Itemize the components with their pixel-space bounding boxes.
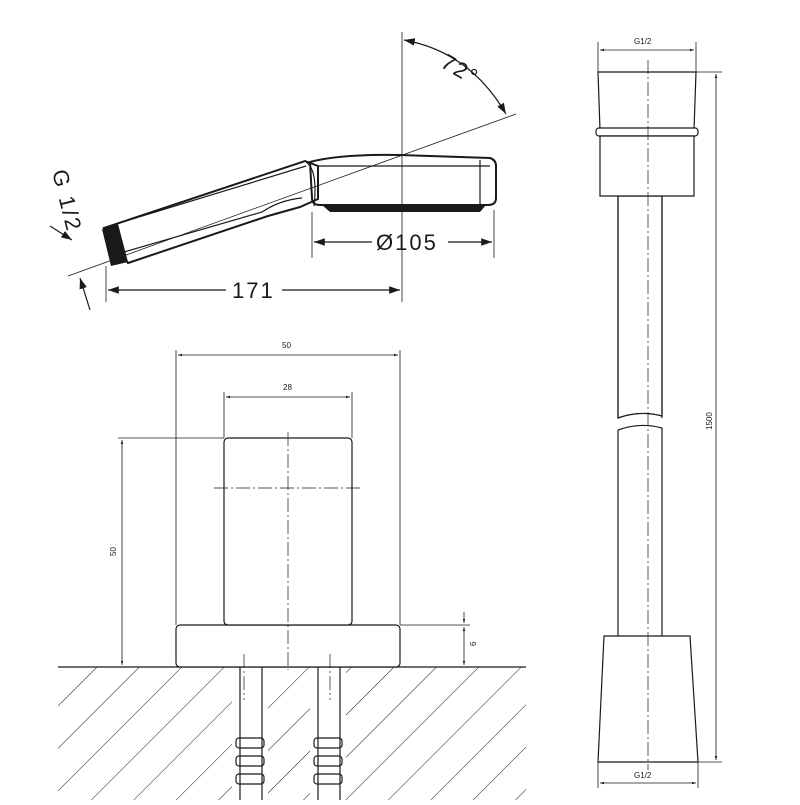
- height-label: 50: [109, 547, 118, 556]
- hand-shower-view: 72° Ø105 171 G 1/2: [47, 32, 517, 311]
- hose-break-lower: [617, 424, 663, 431]
- handle-lower-contour: [123, 197, 303, 253]
- length-label: 171: [232, 278, 275, 303]
- screw-threads-right: [313, 737, 343, 785]
- hose-break-upper: [617, 412, 663, 419]
- handle-axis-line: [67, 113, 517, 277]
- thread-connector: [102, 224, 128, 266]
- top-sleeve: [599, 135, 695, 197]
- shower-head-body: [308, 153, 497, 206]
- anchor-outlines: [239, 667, 341, 800]
- thread-dim-lower: [79, 277, 91, 311]
- handle-edge-line: [115, 165, 307, 225]
- wall-hatching: [58, 667, 526, 800]
- thread-label: G 1/2: [47, 167, 87, 235]
- handle-neck-curve: [305, 161, 316, 207]
- thickness-label: 6: [469, 641, 478, 646]
- handle-body: [102, 159, 319, 265]
- angle-label: 72°: [437, 49, 484, 90]
- holder-view: 50 28 50 6: [58, 341, 526, 800]
- hose-view: G1/2 G1/2 1500: [595, 37, 722, 788]
- spray-face: [322, 205, 486, 212]
- hose-tube-upper-sides: [617, 196, 663, 418]
- hose-tube-lower-sides: [617, 428, 663, 636]
- diameter-label: Ø105: [376, 230, 438, 255]
- inner-width-label: 28: [283, 383, 292, 392]
- top-nut: [597, 71, 697, 131]
- outer-width-label: 50: [282, 341, 291, 350]
- hose-length-label: 1500: [705, 412, 714, 430]
- bottom-thread-label: G1/2: [634, 771, 652, 780]
- thread-dim-upper: [49, 225, 73, 241]
- hose-tube-upper: [617, 195, 663, 419]
- screw-threads-left: [235, 737, 265, 785]
- top-thread-label: G1/2: [634, 37, 652, 46]
- top-ring: [595, 127, 699, 137]
- angle-dimension-arc: [403, 38, 507, 115]
